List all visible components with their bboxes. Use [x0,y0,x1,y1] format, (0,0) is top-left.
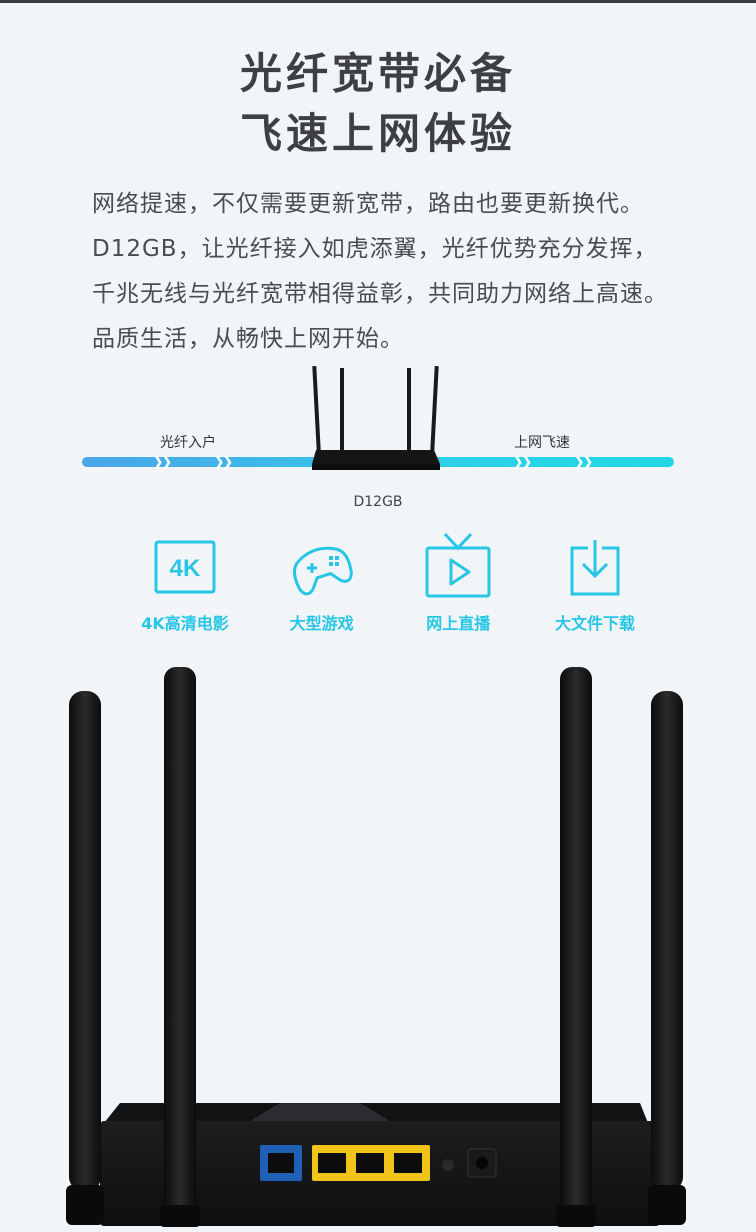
feature-4k: 4K 4K高清电影 [120,530,250,640]
feature-list: 4K 4K高清电影 大型游戏 网上直播 大文件下载 [120,530,660,640]
top-divider [0,0,756,3]
antenna [651,691,683,1191]
feature-label: 4K高清电影 [141,614,229,633]
feature-label: 网上直播 [426,614,491,633]
feature-live: 网上直播 [393,530,523,640]
router-rear-image [66,667,686,1227]
antenna [560,667,592,1212]
reset-button [442,1159,454,1171]
feature-download: 大文件下载 [530,530,660,640]
chevron-right-icon: ❯❯ [213,454,234,470]
chevron-right-icon: ❯❯ [512,454,533,470]
headline-line-2: 飞速上网体验 [239,109,516,158]
feature-games: 大型游戏 [257,530,387,640]
feature-label: 大文件下载 [554,614,635,633]
fiber-line-left [82,457,332,467]
4k-badge-text: 4K [170,555,201,582]
chevron-right-icon: ❯❯ [152,454,173,470]
chevron-right-icon: ❯❯ [573,454,594,470]
page-headline: 光纤宽带必备 飞速上网体验 [0,44,756,164]
tv-icon [425,532,491,598]
gamepad-icon [292,546,353,596]
antenna [164,667,196,1212]
fiber-in-label: 光纤入户 [160,435,216,451]
intro-paragraph: 网络提速，不仅需要更新宽带，路由也要更新换代。D12GB，让光纤接入如虎添翼，光… [92,191,668,352]
antenna [69,691,101,1191]
fiber-line-right [424,457,674,467]
feature-label: 大型游戏 [289,614,354,633]
router-mini-image [312,366,440,470]
4k-icon: 4K [154,540,216,594]
speed-diagram: ❯❯ ❯❯ ❯❯ ❯❯ 光纤入户 上网飞速 D12GB [0,360,756,520]
headline-line-1: 光纤宽带必备 [239,49,516,98]
router-model-label: D12GB [353,494,403,510]
download-icon [570,540,620,596]
fast-internet-label: 上网飞速 [514,435,570,451]
